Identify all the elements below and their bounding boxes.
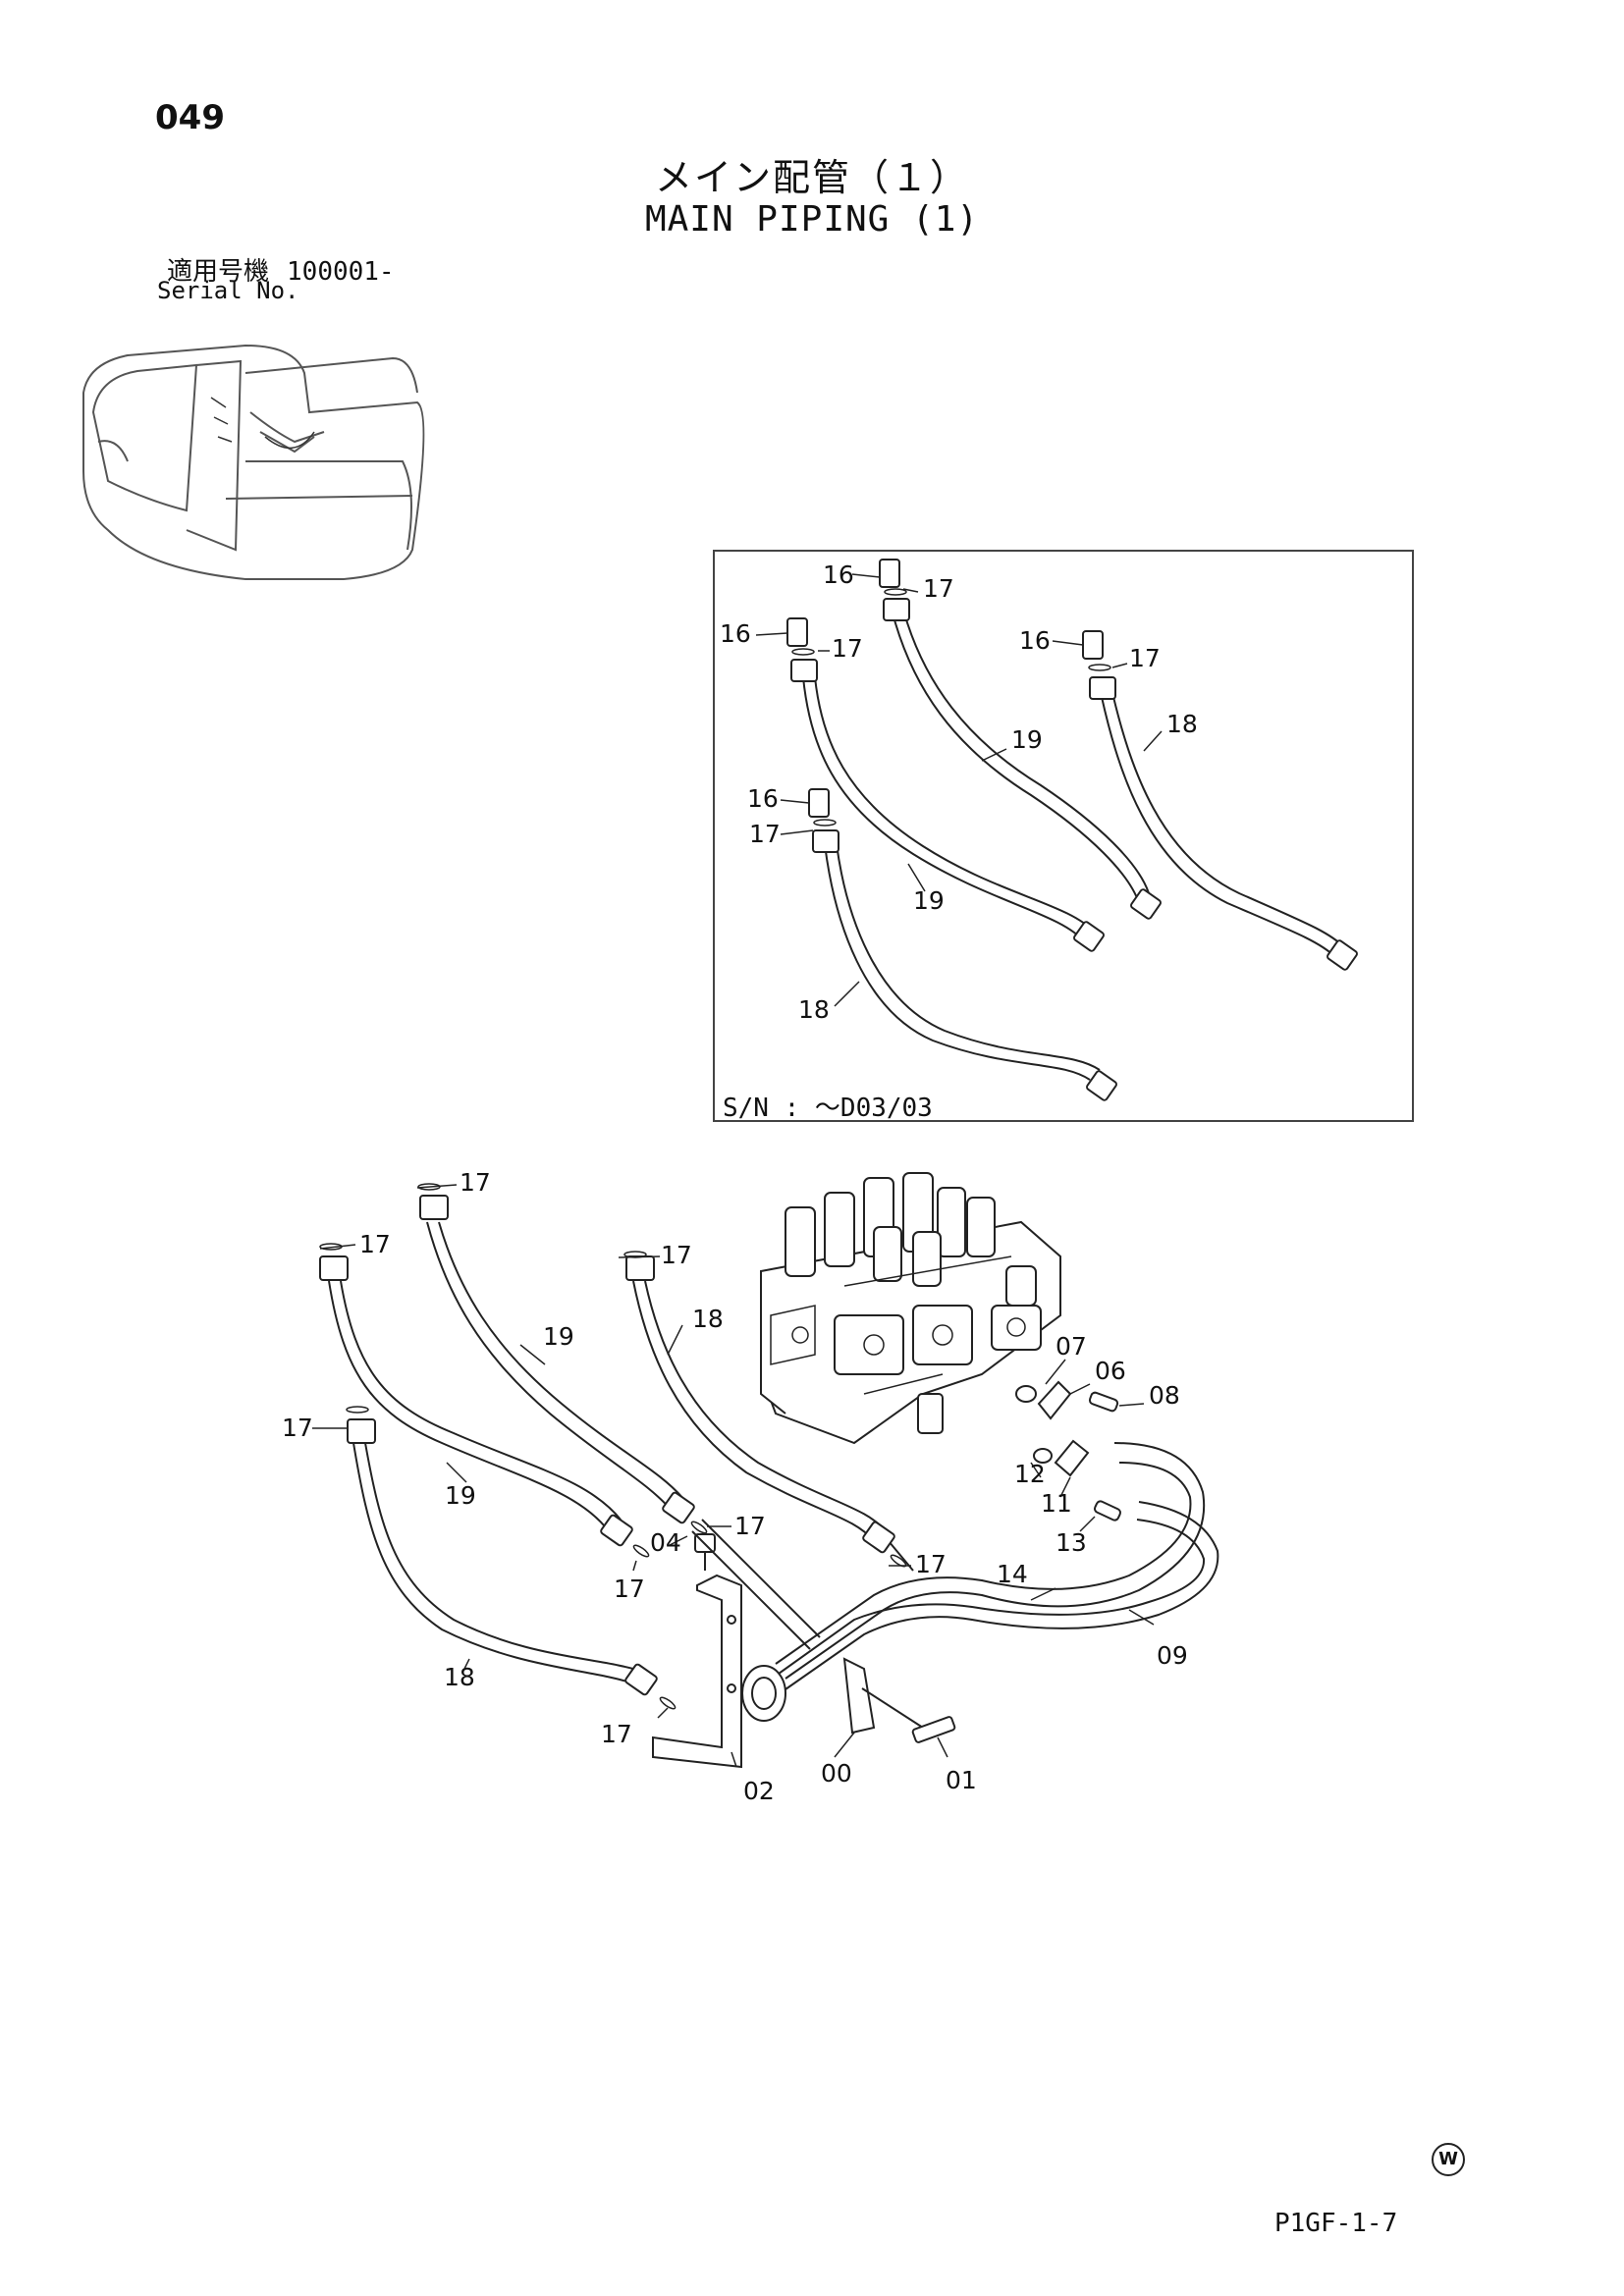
callout-label: 19 (913, 886, 945, 915)
callout-label: 06 (1095, 1357, 1126, 1385)
main-hoses (328, 1221, 914, 1684)
callout-label: 17 (923, 574, 954, 603)
callout-label: 17 (282, 1414, 313, 1442)
serial-label-japanese: 適用号機 (167, 257, 270, 287)
callout-label: 17 (614, 1575, 645, 1603)
pipe-elbow-and-clamp (741, 1657, 956, 1743)
callout-label: 09 (1157, 1641, 1188, 1670)
steel-pipes (757, 1442, 1219, 1704)
callout-label: 11 (1041, 1489, 1072, 1518)
control-valve-illustration (760, 1172, 1061, 1445)
callout-label: 00 (821, 1759, 852, 1788)
flange-and-seals (1015, 1380, 1122, 1522)
callout-label: 18 (1166, 710, 1198, 738)
callout-label: 02 (743, 1777, 775, 1805)
serial-label-english: Serial No. (157, 277, 299, 304)
callout-label: 19 (445, 1481, 476, 1510)
callout-label: 17 (601, 1720, 632, 1748)
callout-label: 17 (734, 1512, 766, 1540)
inset-serial-note: S/N : ～D03/03 (723, 1094, 933, 1123)
serial-value: 100001- (287, 257, 395, 287)
watermark-w-mark: W (1432, 2143, 1465, 2176)
callout-label: 13 (1056, 1528, 1087, 1557)
page-number: 049 (155, 98, 225, 137)
main-callout-labels: 17 17 17 19 18 17 19 17 04 17 17 18 17 0… (282, 1168, 1188, 1805)
main-leader-lines (312, 1184, 1155, 1768)
callout-label: 18 (692, 1305, 724, 1333)
page-code: P1GF-1-7 (1274, 2209, 1398, 2238)
serial-applicability: 適用号機 100001- (167, 251, 395, 288)
callout-label: 04 (650, 1528, 681, 1557)
callout-label: 18 (444, 1663, 475, 1691)
callout-label: 17 (359, 1230, 391, 1258)
main-o-rings (319, 1183, 907, 1710)
inset-o-rings (791, 588, 1111, 827)
callout-label: 19 (1011, 725, 1043, 754)
callout-label: 08 (1149, 1381, 1180, 1410)
callout-label: 19 (543, 1322, 574, 1351)
callout-label: 16 (747, 784, 779, 813)
page-title-japanese: メイン配管（１） (654, 156, 969, 199)
callout-label: 17 (915, 1550, 947, 1578)
main-hose-fittings (319, 1195, 895, 1696)
inset-frame-previous-serial (713, 550, 1414, 1122)
callout-label: 17 (460, 1168, 491, 1197)
callout-label: 07 (1056, 1332, 1087, 1361)
callout-label: 16 (1019, 626, 1051, 655)
callout-label: 01 (946, 1766, 977, 1794)
callout-label: 16 (823, 561, 854, 589)
callout-label: 17 (1129, 644, 1161, 672)
callout-label: 12 (1014, 1460, 1046, 1488)
inset-hoses (802, 615, 1346, 1081)
callout-label: 17 (661, 1241, 692, 1269)
page-title-english: MAIN PIPING (1) (644, 199, 980, 240)
inset-fittings (786, 559, 1358, 1101)
callout-label: 17 (749, 820, 781, 848)
callout-label: 18 (798, 995, 830, 1024)
control-valve-details (770, 1255, 1026, 1395)
callout-label: 16 (720, 619, 751, 648)
inset-leader-lines (755, 573, 1163, 1007)
callout-label: 17 (832, 634, 863, 663)
callout-label: 14 (997, 1560, 1028, 1588)
bracket-illustration (652, 1533, 742, 1769)
inset-callout-labels: 16 17 16 17 16 17 19 18 16 17 19 18 (720, 561, 1198, 1024)
